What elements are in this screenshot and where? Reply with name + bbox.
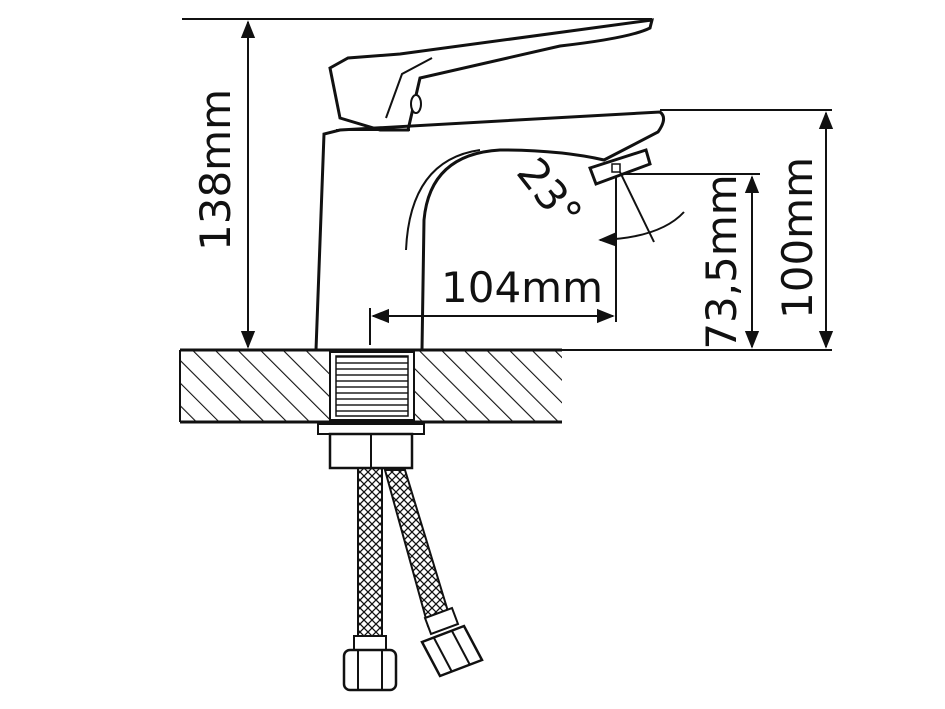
dim-aerator-height: 73,5mm: [624, 173, 760, 350]
dim-total-height-label: 138mm: [191, 89, 240, 251]
faucet-body: [314, 110, 665, 351]
dim-spout-angle: 23°: [507, 149, 685, 247]
mounting-nut: [317, 423, 425, 470]
dim-spout-reach: 104mm: [369, 176, 617, 345]
lever-handle: [328, 18, 654, 132]
aerator: [588, 148, 652, 186]
dim-aerator-height-label: 73,5mm: [697, 174, 746, 349]
dim-spout-height-label: 100mm: [773, 157, 822, 319]
dim-spout-angle-label: 23°: [507, 149, 591, 238]
braided-hose-left: [342, 467, 398, 692]
dim-spout-reach-label: 104mm: [441, 263, 603, 312]
threaded-shank: [329, 351, 415, 421]
braided-hose-right: [383, 469, 484, 678]
dim-total-height: 138mm: [182, 18, 652, 349]
dim-spout-height: 100mm: [424, 109, 834, 351]
